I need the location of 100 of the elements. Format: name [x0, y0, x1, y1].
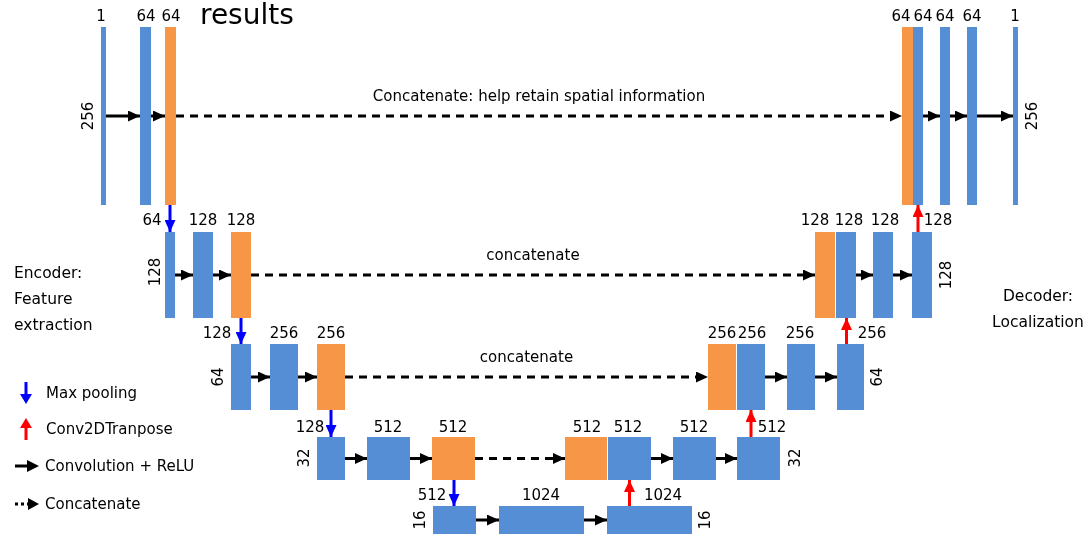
feature-map-bar	[737, 437, 780, 480]
feature-map-bar	[873, 232, 893, 318]
channel-count: 64	[935, 7, 955, 25]
dashed-arrow	[345, 371, 708, 383]
feature-map-bar	[565, 437, 607, 480]
arrow	[175, 269, 193, 281]
channel-count: 256	[316, 324, 346, 342]
arrow	[950, 110, 967, 122]
arrow	[977, 110, 1013, 122]
feature-map-bar	[815, 232, 835, 318]
feature-map-bar	[432, 437, 475, 480]
arrow	[106, 110, 140, 122]
channel-count: 128	[188, 211, 218, 229]
arrow	[651, 453, 673, 464]
legend-label: Max pooling	[46, 383, 138, 403]
spatial-size: 256	[79, 101, 97, 131]
channel-count: 512	[438, 418, 468, 436]
arrow	[765, 371, 787, 383]
feature-map-bar	[433, 506, 476, 534]
feature-map-bar	[231, 344, 251, 410]
arrow	[584, 514, 607, 526]
arrow	[856, 269, 873, 281]
feature-map-bar	[270, 344, 298, 410]
channel-count: 256	[785, 324, 815, 342]
arrow	[410, 453, 432, 464]
feature-map-bar	[913, 27, 923, 205]
channel-count: 1	[96, 7, 106, 25]
feature-map-bar	[101, 27, 106, 205]
feature-map-bar	[1013, 27, 1018, 205]
channel-count: 128	[800, 211, 830, 229]
spatial-size: 128	[146, 257, 164, 287]
arrow	[164, 205, 176, 232]
feature-map-bar	[367, 437, 410, 480]
channel-count: 128	[226, 211, 256, 229]
feature-map-bar	[231, 232, 251, 318]
feature-map-bar	[317, 437, 345, 480]
feature-map-bar	[967, 27, 977, 205]
arrow	[213, 269, 231, 281]
channel-count: 256	[707, 324, 737, 342]
channel-count: 512	[373, 418, 403, 436]
channel-count: 256	[737, 324, 767, 342]
spatial-size: 16	[411, 510, 429, 530]
arrow	[923, 110, 940, 122]
feature-map-bar	[708, 344, 736, 410]
channel-count: 128	[834, 211, 864, 229]
feature-map-bar	[940, 27, 950, 205]
feature-map-bar	[608, 437, 651, 480]
channel-count: 1	[1010, 7, 1020, 25]
channel-count: 128	[202, 324, 232, 342]
dashed-arrow	[176, 110, 902, 122]
arrow	[476, 514, 499, 526]
arrow	[235, 318, 247, 344]
dashed-arrow	[475, 453, 565, 464]
arrow	[912, 205, 924, 232]
feature-map-bar	[317, 344, 345, 410]
channel-count: 1024	[643, 486, 683, 504]
channel-count: 64	[891, 7, 911, 25]
arrow	[151, 110, 165, 122]
arrow	[716, 453, 737, 464]
feature-map-bar	[193, 232, 213, 318]
feature-map-bar	[737, 344, 765, 410]
feature-map-bar	[140, 27, 151, 205]
spatial-size: 64	[868, 367, 886, 387]
spatial-size: 256	[1023, 101, 1041, 131]
arrow	[815, 371, 837, 383]
spatial-size: 32	[786, 448, 804, 468]
channel-count: 256	[269, 324, 299, 342]
legend-label: Convolution + ReLU	[45, 456, 195, 476]
arrow	[893, 269, 912, 281]
channel-count: 128	[870, 211, 900, 229]
arrow	[448, 480, 460, 506]
arrow	[624, 480, 635, 506]
channel-count: 512	[613, 418, 643, 436]
feature-map-bar	[912, 232, 932, 318]
legend-label: Concatenate	[45, 494, 141, 514]
dashed-arrow	[251, 269, 815, 281]
feature-map-bar	[836, 232, 856, 318]
feature-map-bar	[837, 344, 864, 410]
channel-count: 64	[142, 211, 162, 229]
channel-count: 128	[923, 211, 953, 229]
spatial-size: 16	[696, 510, 714, 530]
arrow	[745, 410, 757, 437]
feature-map-bar	[499, 506, 584, 534]
channel-count: 64	[136, 7, 156, 25]
channel-count: 1024	[521, 486, 561, 504]
arrow	[345, 453, 367, 464]
decoder-label: Decoder: Localization	[991, 286, 1085, 333]
channel-count: 512	[417, 486, 447, 504]
arrow	[251, 371, 270, 383]
spatial-size: 64	[209, 367, 227, 387]
channel-count: 512	[679, 418, 709, 436]
channel-count: 64	[913, 7, 933, 25]
spatial-size: 32	[295, 448, 313, 468]
arrow	[298, 371, 317, 383]
feature-map-bar	[673, 437, 716, 480]
encoder-label: Encoder: Feature extraction	[14, 263, 94, 336]
channel-count: 64	[161, 7, 181, 25]
spatial-size: 128	[937, 260, 955, 290]
legend-label: Conv2DTranpose	[46, 419, 173, 439]
channel-count: 128	[295, 418, 325, 436]
